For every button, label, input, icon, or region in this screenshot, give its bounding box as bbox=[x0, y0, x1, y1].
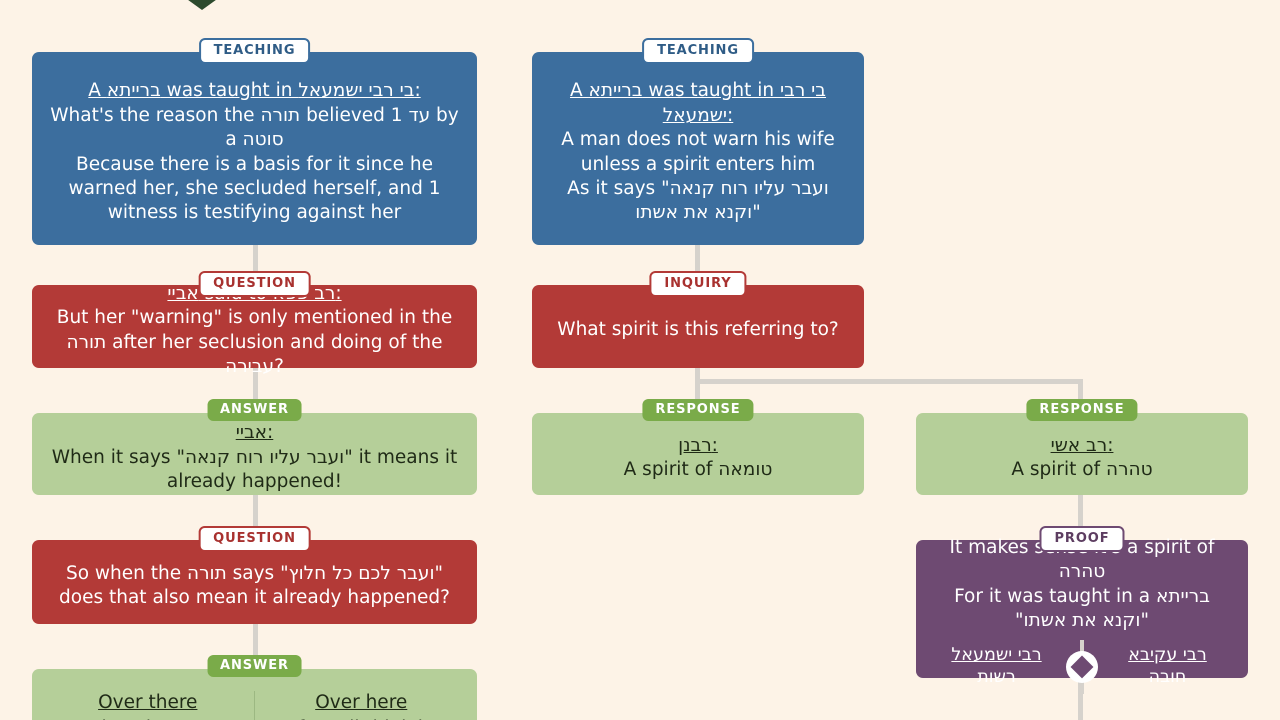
proof-opinion-left-value: רשות bbox=[977, 667, 1016, 688]
card-body-inquiry: INQUIRY What spirit is this referring to… bbox=[532, 271, 864, 368]
text-line: When it says "ועבר עליו רוח קנאה" it mea… bbox=[51, 446, 458, 493]
answer-2-columns: Over there Since it says Over here If yo… bbox=[46, 691, 463, 720]
text-question-2: So when the תורה says "ועבר לכם כל חלוץ"… bbox=[46, 562, 463, 611]
card-body-question-2: QUESTION So when the תורה says "ועבר לכם… bbox=[32, 526, 477, 624]
connector-answer1-to-question2 bbox=[253, 495, 258, 540]
connector-branch-right-drop bbox=[1078, 379, 1083, 413]
connector-inquiry-stem bbox=[695, 368, 700, 384]
text-line: רבנן: bbox=[678, 434, 718, 456]
proof-content: It makes sense it's a spirit of טהרה For… bbox=[928, 536, 1236, 695]
text-response-2: רב אשי: A spirit of טהרה bbox=[930, 434, 1234, 483]
text-inquiry: What spirit is this referring to? bbox=[546, 318, 850, 342]
card-question-1[interactable]: QUESTION אביי said to רב פפא: But her "w… bbox=[32, 271, 477, 377]
card-proof[interactable]: PROOF It makes sense it's a spirit of טה… bbox=[916, 526, 1248, 695]
text-line: So when the תורה says "ועבר לכם כל חלוץ"… bbox=[59, 562, 450, 608]
card-answer-2[interactable]: ANSWER Over there Since it says Over her… bbox=[32, 655, 477, 720]
text-line: A man does not warn his wife unless a sp… bbox=[561, 129, 835, 175]
text-line: A ברייתא was taught in בי רבי ישמעאל: bbox=[569, 80, 826, 126]
badge-response-1: RESPONSE bbox=[642, 399, 754, 421]
proof-opinion-right: רבי עקיבא חובה bbox=[1103, 645, 1232, 689]
card-body-question-1: QUESTION אביי said to רב פפא: But her "w… bbox=[32, 271, 477, 377]
badge-inquiry: INQUIRY bbox=[649, 271, 747, 297]
card-body-proof: PROOF It makes sense it's a spirit of טה… bbox=[916, 526, 1248, 695]
badge-question-2: QUESTION bbox=[198, 526, 311, 552]
answer-2-column-heading: Over there bbox=[98, 692, 198, 713]
proof-opinion-right-name: רבי עקיבא bbox=[1128, 645, 1207, 666]
text-proof: It makes sense it's a spirit of טהרה For… bbox=[928, 536, 1236, 634]
card-teaching-left[interactable]: TEACHING A ברייתא was taught in בי רבי י… bbox=[32, 38, 477, 245]
badge-question-1: QUESTION bbox=[198, 271, 311, 297]
answer-2-column-text: Since it says bbox=[90, 718, 206, 720]
badge-teaching-right: TEACHING bbox=[642, 38, 754, 64]
text-question-1: אביי said to רב פפא: But her "warning" i… bbox=[46, 282, 463, 380]
badge-proof: PROOF bbox=[1039, 526, 1125, 552]
connector-inquiry-branch-bar bbox=[695, 379, 1083, 384]
text-line: A ברייתא was taught in בי רבי ישמעאל: bbox=[88, 80, 421, 102]
connector-branch-left-drop bbox=[695, 379, 700, 413]
card-body-answer-1: ANSWER אביי: When it says "ועבר עליו רוח… bbox=[32, 399, 477, 495]
answer-2-column-over-there: Over there Since it says bbox=[46, 691, 250, 720]
badge-response-2: RESPONSE bbox=[1026, 399, 1138, 421]
connector-response2-to-proof bbox=[1078, 495, 1083, 540]
card-response-1[interactable]: RESPONSE רבנן: A spirit of טומאה bbox=[532, 399, 864, 495]
text-line: As it says "ועבר עליו רוח קנאה וקנא את א… bbox=[567, 177, 829, 224]
text-line: אביי: bbox=[235, 422, 274, 444]
connector-proof-tail bbox=[1078, 678, 1083, 720]
card-inquiry[interactable]: INQUIRY What spirit is this referring to… bbox=[532, 271, 864, 368]
card-body-teaching-right: TEACHING A ברייתא was taught in בי רבי י… bbox=[532, 38, 864, 245]
card-teaching-right[interactable]: TEACHING A ברייתא was taught in בי רבי י… bbox=[532, 38, 864, 245]
card-body-teaching-left: TEACHING A ברייתא was taught in בי רבי י… bbox=[32, 38, 477, 245]
text-line: For it was taught in a ברייתא bbox=[954, 585, 1210, 607]
proof-opinion-right-value: חובה bbox=[1148, 667, 1187, 688]
card-response-2[interactable]: RESPONSE רב אשי: A spirit of טהרה bbox=[916, 399, 1248, 495]
text-line: What spirit is this referring to? bbox=[557, 319, 839, 341]
badge-teaching-left: TEACHING bbox=[198, 38, 311, 64]
answer-2-column-divider bbox=[253, 691, 256, 720]
connector-teaching2-to-inquiry bbox=[695, 245, 700, 285]
text-line: "וקנא את אשתו" bbox=[1015, 609, 1149, 631]
diamond-in-circle-icon bbox=[1061, 640, 1103, 695]
connector-teaching-to-question1 bbox=[253, 245, 258, 285]
text-response-1: רבנן: A spirit of טומאה bbox=[546, 434, 850, 483]
connector-question2-to-answer2 bbox=[253, 624, 258, 669]
text-teaching-left: A ברייתא was taught in בי רבי ישמעאל: Wh… bbox=[46, 79, 463, 225]
text-teaching-right: A ברייתא was taught in בי רבי ישמעאל: A … bbox=[546, 79, 850, 225]
text-line: רב אשי: bbox=[1050, 434, 1114, 456]
text-line: But her "warning" is only mentioned in t… bbox=[56, 307, 453, 377]
text-line: What's the reason the תורה believed 1 עד… bbox=[50, 104, 459, 151]
answer-2-column-heading: Over here bbox=[315, 692, 408, 713]
answer-2-column-over-here: Over here If you'll think it means bbox=[259, 691, 463, 720]
badge-answer-2: ANSWER bbox=[207, 655, 302, 677]
proof-opinion-left-name: רבי ישמעאל bbox=[951, 645, 1042, 666]
answer-2-column-text: If you'll think it means bbox=[292, 718, 430, 720]
badge-answer-1: ANSWER bbox=[207, 399, 302, 421]
card-body-answer-2: ANSWER Over there Since it says Over her… bbox=[32, 655, 477, 720]
card-question-2[interactable]: QUESTION So when the תורה says "ועבר לכם… bbox=[32, 526, 477, 624]
text-line: Because there is a basis for it since he… bbox=[68, 153, 441, 224]
connector-question1-to-answer1 bbox=[253, 368, 258, 413]
card-body-response-1: RESPONSE רבנן: A spirit of טומאה bbox=[532, 399, 864, 495]
card-answer-1[interactable]: ANSWER אביי: When it says "ועבר עליו רוח… bbox=[32, 399, 477, 495]
proof-opinion-left: רבי ישמעאל רשות bbox=[932, 645, 1061, 689]
text-answer-1: אביי: When it says "ועבר עליו רוח קנאה" … bbox=[46, 421, 463, 494]
text-line: A spirit of טומאה bbox=[623, 459, 773, 480]
card-body-response-2: RESPONSE רב אשי: A spirit of טהרה bbox=[916, 399, 1248, 495]
text-line: A spirit of טהרה bbox=[1011, 459, 1153, 480]
proof-footer: רבי ישמעאל רשות רבי עקיבא חובה bbox=[928, 640, 1236, 695]
